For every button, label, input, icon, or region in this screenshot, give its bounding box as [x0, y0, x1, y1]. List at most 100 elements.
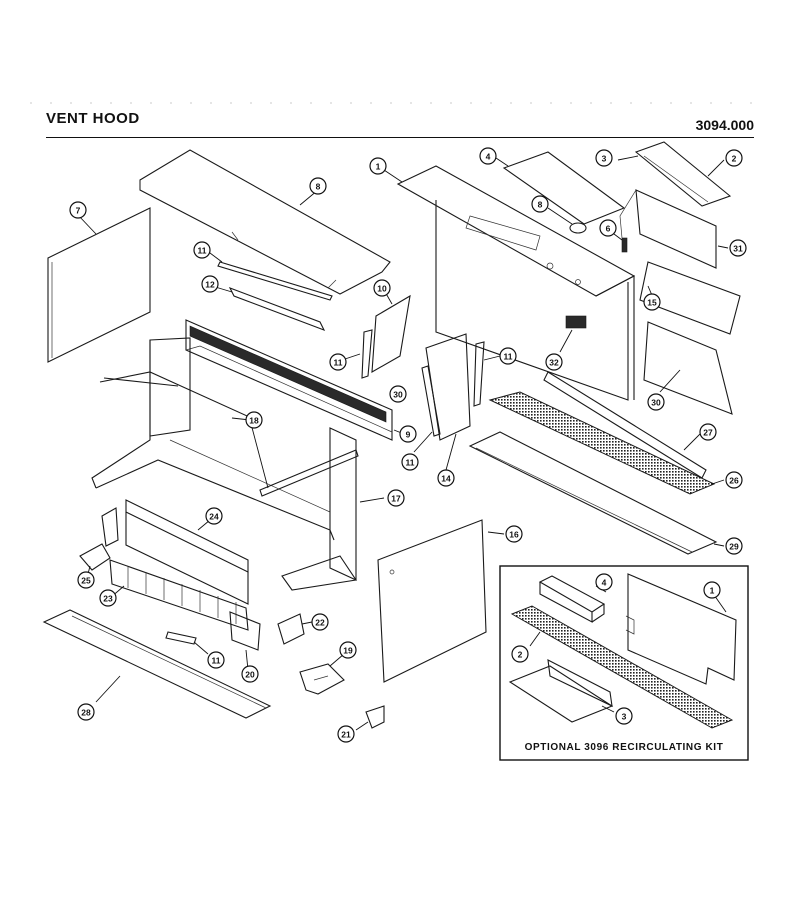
model-number: 3094.000: [695, 117, 754, 133]
part-shelf-24: [125, 499, 249, 605]
callout-number: 11: [504, 352, 513, 362]
callout-c-30a: 30: [389, 385, 407, 403]
callout-k-1: 1: [703, 581, 721, 599]
callout-circle: [499, 347, 517, 365]
callout-number: 1: [710, 586, 715, 596]
callout-circle: [207, 651, 225, 669]
part-main-housing-18: [91, 337, 359, 541]
callout-c-15: 15: [643, 293, 661, 311]
part-bracket-14: [413, 333, 501, 471]
callout-c-17: 17: [387, 489, 405, 507]
callout-circle: [309, 177, 327, 195]
callout-circle: [201, 275, 219, 293]
callout-number: 9: [406, 430, 411, 440]
callout-circle: [389, 385, 407, 403]
part-rail-9: [185, 319, 405, 441]
callout-circle: [339, 641, 357, 659]
part-top-cover-8: [139, 149, 391, 295]
callout-number: 31: [733, 244, 743, 254]
part-pin-6: [613, 233, 628, 253]
callout-k-4: 4: [595, 573, 613, 591]
callout-number: 27: [703, 428, 713, 438]
callout-number: 17: [391, 494, 401, 504]
callout-number: 11: [198, 246, 207, 256]
callout-circle: [399, 425, 417, 443]
callout-number: 2: [732, 154, 737, 164]
part-switch-19: [299, 653, 345, 695]
callout-circle: [595, 573, 613, 591]
callout-circle: [401, 453, 419, 471]
callout-number: 32: [549, 358, 559, 368]
callout-number: 3: [622, 712, 627, 722]
diagram-title: VENT HOOD: [46, 110, 140, 127]
callout-circle: [699, 423, 717, 441]
callout-circle: [193, 241, 211, 259]
part-strip-11-lower: [165, 631, 209, 655]
callout-circle: [387, 489, 405, 507]
part-housing-cover-1: [383, 165, 636, 401]
part-connector-32: [559, 315, 587, 353]
part-mount-25: [79, 507, 119, 575]
callout-number: 4: [602, 578, 607, 588]
callout-c-7: 7: [69, 201, 87, 219]
callout-c-2: 2: [725, 149, 743, 167]
part-plate-4: [495, 151, 626, 225]
callout-number: 8: [316, 182, 321, 192]
callout-c-24: 24: [205, 507, 223, 525]
callout-c-12: 12: [201, 275, 219, 293]
callout-c-32: 32: [545, 353, 563, 371]
callout-c-6: 6: [599, 219, 617, 237]
part-channel-29: [468, 431, 725, 555]
callout-c-11e: 11: [401, 453, 419, 471]
callout-c-21: 21: [337, 725, 355, 743]
callout-circle: [505, 525, 523, 543]
part-grille-26: [488, 391, 725, 495]
part-bottom-panel-28: [42, 609, 272, 719]
callout-circle: [337, 725, 355, 743]
callout-circle: [647, 393, 665, 411]
part-side-bracket-17: [281, 427, 385, 591]
callout-circle: [369, 157, 387, 175]
callout-circle: [205, 507, 223, 525]
callout-circle: [245, 411, 263, 429]
callout-c-10: 10: [373, 279, 391, 297]
callout-c-26: 26: [725, 471, 743, 489]
callout-c-19: 19: [339, 641, 357, 659]
callout-circle: [595, 149, 613, 167]
part-cap-8: [547, 207, 587, 234]
callout-c-27: 27: [699, 423, 717, 441]
callout-number: 23: [103, 594, 113, 604]
callout-c-20: 20: [241, 665, 259, 683]
callout-c-30b: 30: [647, 393, 665, 411]
callout-number: 7: [76, 206, 81, 216]
callout-k-2: 2: [511, 645, 529, 663]
callout-number: 4: [486, 152, 491, 162]
callout-circle: [725, 471, 743, 489]
callout-number: 1: [376, 162, 381, 172]
callout-number: 2: [518, 650, 523, 660]
callout-c-4: 4: [479, 147, 497, 165]
callout-circle: [311, 613, 329, 631]
callout-circle: [545, 353, 563, 371]
callout-c-22: 22: [311, 613, 329, 631]
recirculating-kit-box: [499, 565, 749, 761]
callout-c-14: 14: [437, 469, 455, 487]
callout-number: 29: [729, 542, 739, 552]
callout-number: 11: [334, 358, 343, 368]
part-damper-3: [617, 141, 732, 207]
callout-number: 28: [81, 708, 91, 718]
callout-circle: [615, 707, 633, 725]
callout-circle: [77, 571, 95, 589]
part-knob-21: [355, 705, 385, 731]
callout-circle: [437, 469, 455, 487]
callout-number: 19: [343, 646, 353, 656]
callout-number: 30: [651, 398, 661, 408]
callout-circle: [479, 147, 497, 165]
part-clip-10: [371, 289, 411, 373]
part-duct-31: [619, 189, 729, 269]
header-rule: [46, 137, 754, 138]
callout-c-28: 28: [77, 703, 95, 721]
callout-circle: [241, 665, 259, 683]
